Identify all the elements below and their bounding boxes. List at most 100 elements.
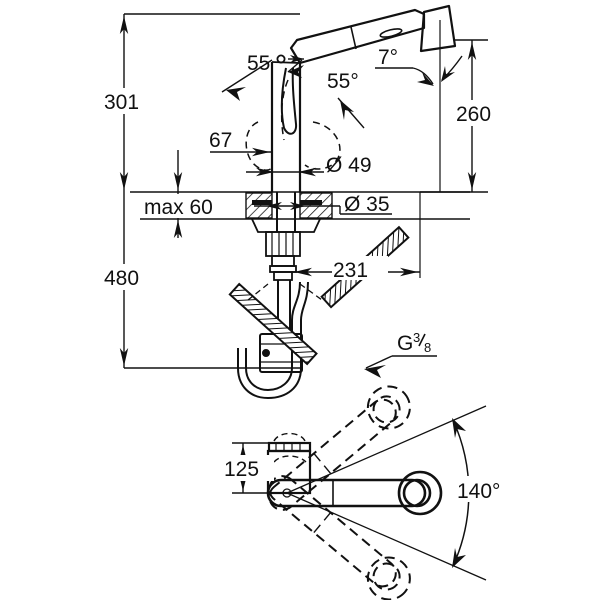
plan-handle-arc-top xyxy=(273,432,306,442)
stud-clamp-2 xyxy=(273,271,293,281)
angle-left-55: 55 xyxy=(221,52,304,101)
hose-connection-leaders xyxy=(247,283,323,301)
dim-260-arrow-top xyxy=(467,42,477,60)
dim-125-label-mask xyxy=(224,455,274,481)
dim-260-label: 260 xyxy=(456,103,491,126)
plan-base-cap xyxy=(267,441,312,453)
dim-d49-arrow-right xyxy=(298,167,316,177)
dim-d49-label: Ø 49 xyxy=(326,154,372,177)
angle-swivel-140: 140° xyxy=(452,418,522,568)
dim-67-label: 67 xyxy=(209,129,232,152)
dim-301-arrow-bottom xyxy=(119,172,129,190)
nut-body xyxy=(265,231,301,257)
plan-spout-upper-head-outer xyxy=(366,385,411,430)
swivel-arc-left xyxy=(245,121,273,171)
handle-lever-outline xyxy=(280,67,298,135)
plan-spout-upper-seam xyxy=(313,453,332,474)
faucet-elevation-geometry xyxy=(289,4,457,65)
hose-leader-right xyxy=(299,283,323,301)
dim-480-label: 480 xyxy=(104,267,139,290)
sealing-washer-right xyxy=(300,200,322,205)
hose-loop-inner xyxy=(237,281,309,400)
plan-base-block xyxy=(266,432,312,495)
dimension-diameter-49: Ø 49 xyxy=(246,154,372,177)
angle-55-left-arrow xyxy=(226,87,246,101)
mounting-shank xyxy=(276,192,296,232)
dim-max60-label-mask xyxy=(142,194,242,218)
dim-480-label-mask xyxy=(104,264,154,290)
hose-leader-left xyxy=(247,283,269,301)
plan-handle-arc-inner xyxy=(273,455,307,463)
dim-480-arrow-bottom xyxy=(119,348,129,366)
plan-spout-lower-outline xyxy=(268,475,397,588)
dim-260-arrow-bottom xyxy=(467,172,477,190)
mounting-nut-assembly xyxy=(251,218,321,281)
braided-supply-hose-left xyxy=(228,282,318,366)
dimension-67: 67 xyxy=(209,112,273,158)
spout-arm-outline xyxy=(289,8,426,65)
angle-55-right-label: 55° xyxy=(327,70,359,93)
plan-spout-head-outer xyxy=(397,470,443,516)
dim-231-arrow-right xyxy=(400,267,418,277)
thread-leader-arrow xyxy=(364,365,386,378)
dim-260-label-mask xyxy=(456,100,506,126)
angle-7-arrow xyxy=(417,72,434,86)
swivel-140-label: 140° xyxy=(457,480,500,503)
thread-denominator-label: 8 xyxy=(424,340,431,355)
handle-lever xyxy=(280,67,298,135)
hose-loop-outer xyxy=(245,281,301,392)
angle-55-left-leader xyxy=(221,59,273,93)
dim-d49-arrow-left xyxy=(256,167,274,177)
dim-125-label: 125 xyxy=(224,458,259,481)
dimension-125: 125 xyxy=(224,442,284,494)
dim-301-arrow-top xyxy=(119,16,129,34)
angle-55-right-leader2 xyxy=(287,59,303,73)
dim-d35-arrow-right xyxy=(290,202,306,210)
dim-231-label: 231 xyxy=(333,259,368,282)
angle-55-right-arrow2 xyxy=(288,65,304,78)
angle-7-arrow-right xyxy=(441,66,455,82)
dim-d35-label: Ø 35 xyxy=(344,193,390,216)
dim-231-arrow-left xyxy=(294,267,312,277)
plan-spout-dashed-upper xyxy=(268,385,411,511)
stud-collar xyxy=(271,255,295,267)
thread-prefix-label: G xyxy=(397,332,413,355)
angle-7-leader xyxy=(412,67,434,85)
plan-spout-lower-head-outer xyxy=(366,556,411,600)
plan-spout-lower-head-inner xyxy=(372,562,401,591)
dim-max60-label: max 60 xyxy=(144,196,213,219)
dim-301-label: 301 xyxy=(104,91,139,114)
dimension-diameter-35: Ø 35 xyxy=(254,193,392,216)
counterweight-screw xyxy=(262,349,270,357)
dim-d35-arrow-left xyxy=(266,202,282,210)
plan-spout-upper-outline xyxy=(268,398,397,511)
dimension-max-60: max 60 xyxy=(142,150,242,238)
dimension-260: 260 xyxy=(420,39,506,193)
plan-spout-lower-seam xyxy=(313,512,332,533)
swivel-arc-arrow-bottom xyxy=(452,548,466,568)
sealing-washer-left xyxy=(252,200,272,205)
dimension-480: 480 xyxy=(104,192,300,369)
nut-flange xyxy=(251,218,321,233)
thread-numerator-label: 3 xyxy=(413,330,420,345)
spout-nozzle-head xyxy=(419,4,457,53)
dim-301-label-mask xyxy=(104,88,152,114)
angle-spout-7: 7° xyxy=(375,20,463,192)
swivel-arc-arrow-top xyxy=(452,418,466,438)
swivel-140-label-mask xyxy=(456,476,522,502)
dim-max60-arrow-bottom xyxy=(173,220,183,238)
dim-max60-arrow-top xyxy=(173,172,183,190)
dim-231-label-mask xyxy=(332,256,388,280)
dimension-301: 301 xyxy=(104,13,300,192)
dim-67-arrow xyxy=(252,147,270,157)
degree-symbol-icon xyxy=(276,54,286,64)
thread-fraction-bar xyxy=(418,333,426,347)
angle-55-right-arrow xyxy=(340,100,354,120)
column-top-cap xyxy=(271,61,301,64)
hose-left-fill xyxy=(229,284,317,365)
spout-seam-line xyxy=(350,26,357,50)
angle-55-left-pointer-arrow xyxy=(290,55,304,63)
dimension-231: 231 xyxy=(292,192,421,282)
